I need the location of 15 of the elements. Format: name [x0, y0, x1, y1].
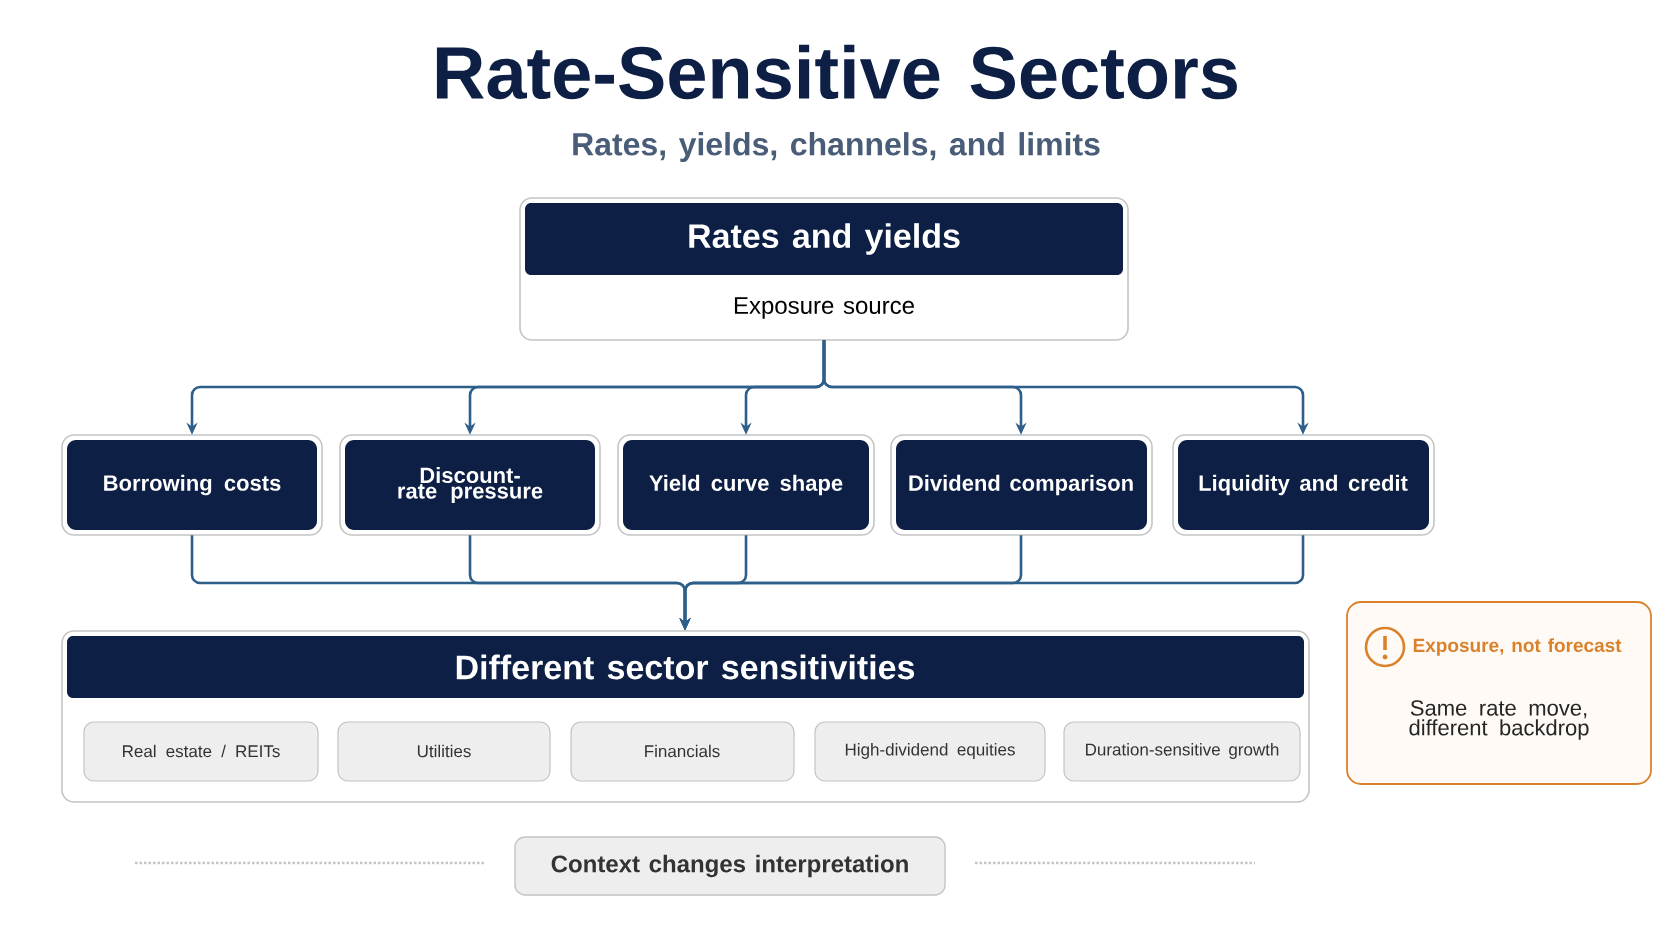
sector-chip: Financials — [570, 721, 795, 782]
process-box: Liquidity and credit — [1172, 434, 1435, 536]
callout-box: Exposure, not forecast Same rate move, different backdrop — [1346, 601, 1652, 785]
sector-chip: High-dividend equities — [814, 721, 1046, 782]
process-box: Borrowing costs — [61, 434, 323, 536]
process-box: Dividend comparison — [890, 434, 1153, 536]
note-box: Context changes interpretation — [514, 836, 946, 896]
sector-chip: Real estate / REITs — [83, 721, 319, 782]
sector-chip: Duration-sensitive growth — [1063, 721, 1301, 782]
process-box: Yield curve shape — [617, 434, 875, 536]
header-box: Rates and yields Exposure source — [519, 197, 1129, 341]
process-box: Discount-rate pressure — [339, 434, 601, 536]
title: Rate-Sensitive Sectors — [436, 44, 1237, 100]
subtitle: Rates, yields, channels, and limits — [573, 132, 1100, 162]
sector-chip: Utilities — [337, 721, 551, 782]
